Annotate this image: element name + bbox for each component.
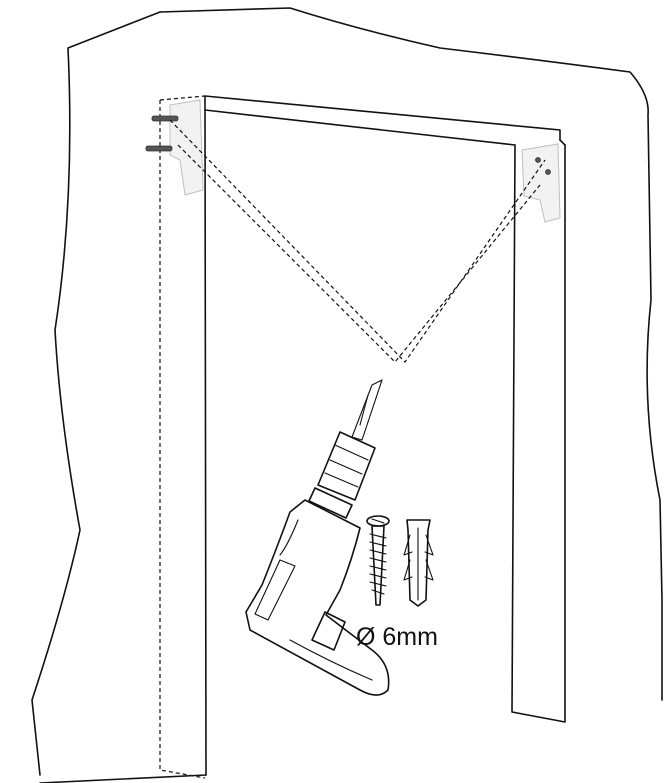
wall xyxy=(31,7,663,776)
screw-icon xyxy=(366,515,390,606)
door-frame xyxy=(39,95,566,783)
drill-size-label: Ø 6mm xyxy=(356,623,438,651)
left-bracket xyxy=(145,99,204,196)
drill-icon xyxy=(245,379,390,696)
wall-plug-icon xyxy=(403,519,434,607)
screw-icon xyxy=(151,115,179,122)
guide-lines xyxy=(169,119,546,363)
screw-icon xyxy=(145,145,173,152)
right-bracket xyxy=(521,143,561,223)
